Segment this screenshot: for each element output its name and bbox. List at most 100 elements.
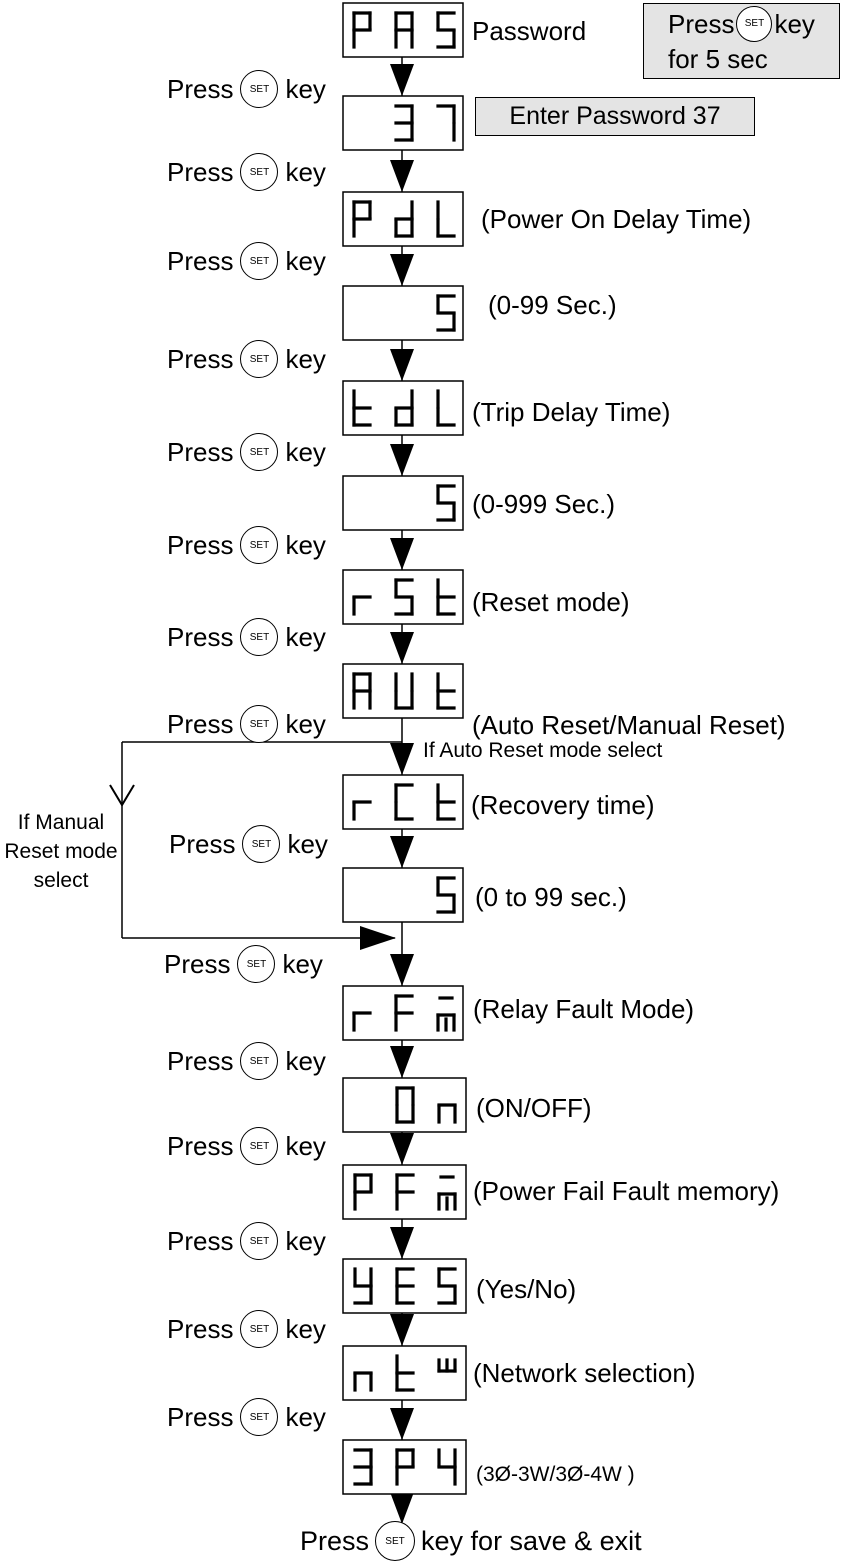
step-label: (Recovery time): [471, 790, 655, 820]
key-text: key: [285, 436, 326, 467]
set-key-icon: SET: [375, 1521, 416, 1561]
hint-duration: for 5 sec: [668, 44, 768, 74]
display-box: [342, 1258, 467, 1314]
key-text: key: [285, 708, 326, 739]
display-box: [342, 191, 464, 247]
set-key-icon: SET: [240, 1127, 279, 1165]
down-arrow-icon: [390, 954, 414, 986]
key-text: key: [285, 73, 326, 104]
step-label: (Power Fail Fault memory): [473, 1176, 780, 1206]
key-text: key: [285, 1313, 326, 1344]
step-label: (0-999 Sec.): [472, 489, 616, 519]
key-text: key: [285, 1045, 326, 1076]
auto-reset-note: If Auto Reset mode select: [423, 739, 663, 762]
manual-note-line: select: [33, 869, 89, 892]
key-text: key: [285, 156, 326, 187]
display-box: [342, 985, 464, 1041]
display-box: [342, 285, 464, 341]
down-arrow-icon: [390, 444, 414, 476]
set-key-icon: SET: [237, 945, 276, 983]
press-text: Press: [167, 529, 234, 560]
down-arrow-icon: [390, 160, 414, 192]
set-key-icon: SET: [240, 340, 279, 378]
set-key-icon: SET: [240, 242, 279, 280]
key-text: key: [285, 1225, 326, 1256]
set-key-icon: SET: [242, 825, 281, 863]
manual-note-line: Reset mode: [4, 840, 118, 863]
down-arrow-icon: [390, 836, 414, 868]
display-box: [342, 569, 464, 625]
press-text: Press: [167, 1045, 234, 1076]
key-text: key: [287, 828, 328, 859]
down-arrow-icon: [390, 1046, 414, 1078]
hint-key-text: key: [774, 9, 815, 39]
final-press-text: Press: [300, 1525, 370, 1556]
display-box: [342, 1439, 467, 1495]
step-label: (Power On Delay Time): [481, 204, 752, 234]
key-text: key: [285, 245, 326, 276]
display-box: [342, 1345, 467, 1401]
password-note: Enter Password 37: [475, 97, 755, 136]
down-arrow-icon: [390, 1314, 414, 1346]
open-down-arrow-icon: [109, 784, 135, 807]
set-key-icon: SET: [240, 526, 279, 564]
set-key-icon: SET: [240, 1310, 279, 1348]
right-arrow-icon: [360, 926, 396, 950]
set-key-icon: SET: [736, 6, 773, 42]
down-arrow-icon: [390, 538, 414, 570]
long-press-hint: Press SET key for 5 sec: [643, 3, 840, 79]
step-label: (Network selection): [473, 1358, 696, 1388]
display-box: [342, 380, 464, 436]
step-label: (ON/OFF): [476, 1093, 592, 1123]
step-label: (Auto Reset/Manual Reset): [472, 710, 786, 740]
down-arrow-icon: [390, 1133, 414, 1165]
step-label: (Relay Fault Mode): [473, 994, 695, 1024]
down-arrow-icon: [390, 1492, 414, 1524]
down-arrow-icon: [390, 1408, 414, 1440]
display-box: [342, 1077, 467, 1133]
display-box: [342, 867, 464, 923]
key-text: key: [282, 948, 323, 979]
down-arrow-icon: [390, 254, 414, 286]
press-text: Press: [169, 828, 236, 859]
press-text: Press: [167, 1225, 234, 1256]
key-text: key: [285, 529, 326, 560]
step-label: (0-99 Sec.): [488, 290, 617, 320]
set-key-icon: SET: [240, 70, 279, 108]
down-arrow-icon: [390, 64, 414, 96]
manual-note-line: If Manual: [17, 811, 105, 834]
set-key-icon: SET: [240, 433, 279, 471]
set-key-icon: SET: [240, 1042, 279, 1080]
down-arrow-icon: [390, 743, 414, 775]
set-key-icon: SET: [240, 618, 279, 656]
display-box: [342, 1164, 467, 1220]
display-box: [342, 2, 464, 58]
press-text: Press: [167, 708, 234, 739]
press-text: Press: [167, 1130, 234, 1161]
press-text: Press: [167, 1313, 234, 1344]
press-text: Press: [167, 343, 234, 374]
set-key-icon: SET: [240, 1398, 279, 1436]
save-exit-instruction: Press SET key for save & exit: [300, 1519, 642, 1563]
press-text: Press: [167, 621, 234, 652]
step-label: (Yes/No): [476, 1274, 577, 1304]
set-key-icon: SET: [240, 1222, 279, 1260]
display-box: [342, 475, 464, 531]
key-text: key: [285, 1130, 326, 1161]
set-key-icon: SET: [240, 153, 279, 191]
key-text: key: [285, 1401, 326, 1432]
